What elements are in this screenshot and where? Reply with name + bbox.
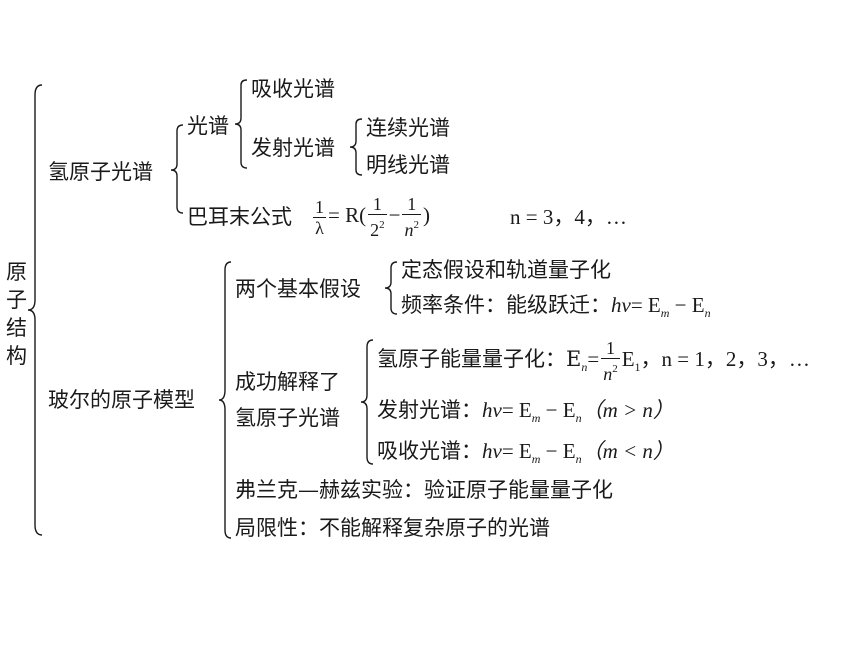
sub-n: n bbox=[575, 411, 582, 425]
base-n: n bbox=[603, 364, 613, 385]
absorption-spectrum-formula: 吸收光谱：hν= Em − En（m < n） bbox=[377, 439, 674, 471]
planck-h: h bbox=[482, 439, 493, 463]
sub-1: 1 bbox=[634, 360, 641, 374]
sub-n: n bbox=[575, 452, 582, 466]
limitation: 局限性：不能解释复杂原子的光谱 bbox=[235, 516, 550, 540]
brace-h-spectrum bbox=[170, 124, 184, 214]
brace-emission bbox=[349, 118, 363, 176]
minus-E: − E bbox=[540, 439, 576, 463]
nu: ν bbox=[492, 398, 502, 422]
frequency-condition: 频率条件：能级跃迁：hν= Em − En bbox=[401, 293, 711, 325]
balmer-formula: 1 λ = R( 1 22 − 1 n2 ) bbox=[311, 192, 430, 240]
absorption-label: 吸收光谱： bbox=[377, 439, 482, 463]
numerator: 1 bbox=[368, 194, 387, 216]
nu: ν bbox=[621, 293, 631, 317]
fraction-one-over-n-squared: 1 n2 bbox=[601, 338, 620, 384]
brace-explained bbox=[360, 339, 374, 465]
equals-sign: = bbox=[587, 347, 600, 371]
sub-n: n bbox=[704, 306, 711, 320]
emission-spectrum-label: 发射光谱 bbox=[251, 136, 335, 160]
denominator-n-squared: n2 bbox=[601, 359, 620, 384]
brace-spectrum bbox=[234, 79, 248, 169]
line-spectrum: 明线光谱 bbox=[366, 153, 450, 177]
stationary-state-hypothesis: 定态假设和轨道量子化 bbox=[401, 258, 611, 282]
franck-hertz-experiment: 弗兰克—赫兹实验：验证原子能量量子化 bbox=[235, 478, 613, 502]
bohr-model-label: 玻尔的原子模型 bbox=[48, 388, 195, 412]
planck-h: h bbox=[611, 293, 622, 317]
continuous-spectrum: 连续光谱 bbox=[366, 116, 450, 140]
base-n: n bbox=[404, 220, 414, 241]
denominator-lambda: λ bbox=[315, 217, 324, 238]
minus-E: − E bbox=[669, 293, 705, 317]
brace-root bbox=[27, 84, 43, 536]
nu: ν bbox=[492, 439, 502, 463]
numerator: 1 bbox=[313, 196, 326, 218]
absorption-spectrum: 吸收光谱 bbox=[251, 77, 335, 101]
sub-m: m bbox=[531, 411, 541, 425]
exponent: 2 bbox=[612, 363, 618, 376]
n-range: ，n = 1，2，3，… bbox=[640, 347, 810, 371]
condition: （m < n） bbox=[581, 439, 674, 463]
h-spectrum-label: 氢原子光谱 bbox=[48, 160, 153, 184]
base-two: 2 bbox=[370, 220, 380, 241]
denominator-n-squared: n2 bbox=[402, 215, 421, 240]
close-paren: ) bbox=[422, 203, 430, 227]
energy-quantization: 氢原子能量量子化：En= 1 n2 E1，n = 1，2，3，… bbox=[377, 336, 810, 390]
equals-E: = E bbox=[630, 293, 661, 317]
equals-R: = R( bbox=[328, 203, 367, 227]
fraction-one-over-two-squared: 1 22 bbox=[368, 194, 387, 240]
sub-n: n bbox=[581, 360, 588, 374]
fraction-one-over-lambda: 1 λ bbox=[313, 197, 326, 238]
explained-label-line2: 氢原子光谱 bbox=[235, 406, 340, 430]
E-symbol: E bbox=[621, 347, 635, 371]
equals-E: = E bbox=[501, 398, 532, 422]
fraction-one-over-n-squared: 1 n2 bbox=[402, 194, 421, 240]
spectrum-label: 光谱 bbox=[187, 114, 229, 138]
frequency-condition-label: 频率条件：能级跃迁： bbox=[401, 293, 611, 317]
brace-bohr bbox=[218, 261, 232, 539]
numerator: 1 bbox=[402, 194, 421, 216]
energy-quantization-label: 氢原子能量量子化：E bbox=[377, 347, 582, 371]
numerator: 1 bbox=[601, 338, 620, 360]
exponent: 2 bbox=[413, 219, 419, 232]
sub-m: m bbox=[531, 452, 541, 466]
planck-h: h bbox=[482, 398, 493, 422]
emission-spectrum-formula: 发射光谱：hν= Em − En（m > n） bbox=[377, 398, 674, 430]
denominator-two-squared: 22 bbox=[368, 215, 387, 240]
root-label: 原子结构 bbox=[6, 260, 27, 368]
exponent: 2 bbox=[379, 219, 385, 232]
equals-E: = E bbox=[501, 439, 532, 463]
sub-m: m bbox=[660, 306, 670, 320]
emission-label: 发射光谱： bbox=[377, 398, 482, 422]
balmer-label: 巴耳末公式 bbox=[187, 205, 292, 229]
condition: （m > n） bbox=[581, 398, 674, 422]
explained-label-line1: 成功解释了 bbox=[235, 370, 340, 394]
hypotheses-label: 两个基本假设 bbox=[235, 277, 361, 301]
minus-E: − E bbox=[540, 398, 576, 422]
minus-sign: − bbox=[388, 203, 401, 227]
brace-hypotheses bbox=[384, 261, 398, 315]
balmer-range: n = 3，4，… bbox=[510, 205, 627, 229]
